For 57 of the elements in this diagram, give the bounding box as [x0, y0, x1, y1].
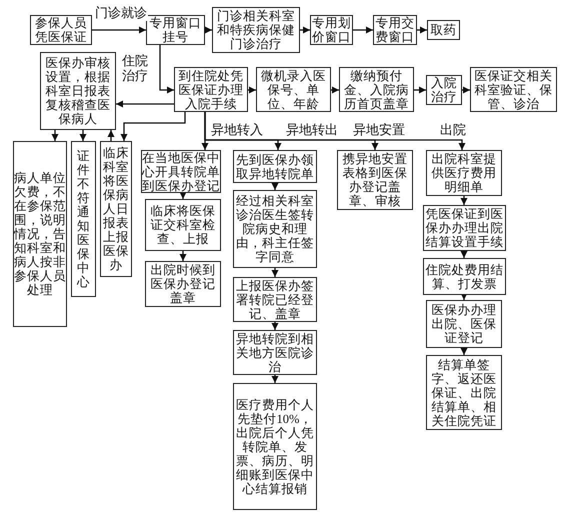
process-box: 先到医保办领取异地转院单 — [233, 150, 317, 183]
process-box: 临床将医保证交科室检查、上报 — [145, 199, 221, 251]
process-box: 门诊相关科室和特疾病保健门诊治疗 — [212, 7, 300, 53]
process-box: 在当地医保中心开具转院单到医保办登记 — [141, 150, 221, 193]
process-box: 微机录入医保号、单位、年龄 — [256, 67, 331, 112]
arrow — [460, 348, 468, 355]
process-box: 到住院处凭医保证办理入院手续 — [174, 67, 248, 112]
process-box: 异地转院到相关地方医院诊治 — [233, 330, 317, 375]
arrow — [353, 26, 373, 34]
process-box: 证件不符通知医保中心 — [71, 141, 96, 297]
process-box: 取药 — [427, 20, 460, 40]
arrow — [417, 26, 427, 34]
arrow — [80, 130, 86, 141]
process-box: 住院处费用结算、打发票 — [423, 258, 506, 295]
process-box: 专用交费窗口 — [373, 15, 417, 45]
process-box: 参保人员凭医保证 — [30, 15, 92, 45]
arrow — [120, 112, 186, 141]
process-box: 专用窗口挂号 — [146, 15, 205, 45]
process-box: 医保办办理出院、医保证登记 — [426, 300, 502, 348]
arrow — [116, 100, 174, 108]
arrow — [462, 86, 470, 94]
process-box: 缴纳预付金、入院病历首页盖章 — [339, 67, 414, 112]
process-box: 入院治疗 — [426, 75, 462, 105]
edge-label: 住院治疗 — [120, 54, 150, 83]
process-box: 病人单位欠费，不在参保范围，说明情况，告知科室和病人按非参保人员处理 — [13, 141, 67, 327]
arrow — [159, 45, 174, 94]
process-box: 医保办审核设置，根据科室日报表复核稽查医保病人 — [40, 52, 116, 130]
arrow — [248, 86, 256, 94]
arrow — [180, 251, 186, 261]
arrow — [414, 86, 426, 94]
arrow — [52, 130, 58, 141]
process-box: 上报医保办签署转院已经登记、盖章 — [233, 277, 317, 322]
process-box: 出院时候到医保办登记盖章 — [145, 261, 221, 307]
arrow — [108, 130, 114, 141]
edge-label: 门诊就诊 — [94, 6, 148, 20]
arrow — [204, 112, 466, 150]
arrow — [272, 268, 278, 277]
arrow — [331, 86, 339, 94]
process-box: 临床科室将医保病人日报表上报医保办 — [100, 141, 132, 277]
arrow — [460, 293, 468, 300]
process-box: 医保证交相关科室验证、保管、诊治 — [470, 67, 557, 112]
arrow — [300, 26, 310, 34]
arrow — [205, 26, 212, 34]
process-box: 医疗费用个人先垫付10%，出院后个人凭转院单、发票、病历、明细账到医保中心结算报销 — [233, 383, 317, 510]
arrow — [460, 196, 468, 205]
arrow — [272, 322, 278, 330]
process-box: 结算单签字、返还医保证、出院结算单、相关住院凭证 — [426, 355, 502, 430]
process-box: 经过相关科室诊治医生签转院病史和理由，科主任签字同意 — [233, 190, 317, 268]
process-box: 专用划价窗口 — [310, 15, 353, 45]
arrow — [272, 375, 278, 383]
arrow — [460, 251, 468, 258]
process-box: 携异地安置表格到医保办登记盖章、审核 — [337, 150, 413, 210]
process-box: 出院科室提供医疗费用明细单 — [426, 150, 502, 196]
process-box: 凭医保证到医保办办理出院结算设置手续 — [423, 205, 506, 251]
arrow — [92, 26, 146, 34]
arrow — [272, 183, 278, 190]
arrow — [180, 192, 186, 199]
